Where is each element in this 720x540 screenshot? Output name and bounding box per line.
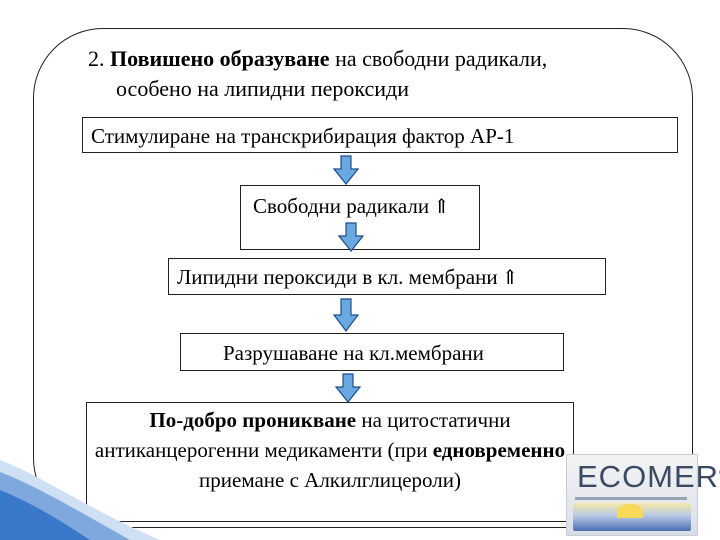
- step-lipid-peroxides: Липидни пероксиди в кл. мембрани⇑: [168, 258, 606, 295]
- step5-text1: на цитостатични антиканцерогенни медикам…: [94, 408, 511, 462]
- step-transcription-factor: Стимулиране на транскрибирация фактор АР…: [82, 117, 678, 153]
- product-sea-picture: [573, 503, 691, 531]
- sun-icon: [617, 504, 643, 518]
- down-arrow-icon: [338, 222, 364, 252]
- down-arrow-icon: [333, 155, 359, 185]
- title-number: 2.: [88, 46, 110, 71]
- title-rest: на свободни радикали,: [329, 46, 548, 71]
- step1-text: Стимулиране на транскрибирация фактор АР…: [91, 124, 515, 148]
- ecomer-product-image: ECOMER®: [566, 454, 720, 536]
- title-bold: Повишено образуване: [110, 46, 330, 71]
- down-arrow-icon: [335, 373, 361, 403]
- step2-text: Свободни радикали: [253, 194, 430, 218]
- step5-bold2: едновременно: [432, 438, 566, 462]
- increase-arrow-icon: ⇑: [501, 267, 519, 289]
- product-brand-logo: ECOMER®: [577, 459, 720, 495]
- step5-text2: приемане с Алкилглицероли): [199, 468, 461, 492]
- decorative-wave: [0, 460, 160, 540]
- down-arrow-icon: [333, 298, 359, 332]
- step-membrane-destruction: Разрушаване на кл.мембрани: [180, 333, 564, 371]
- brand-text: ECOMER: [577, 459, 720, 494]
- rounded-frame: [33, 28, 693, 528]
- slide-title: 2. Повишено образуване на свободни радик…: [88, 44, 678, 104]
- title-line2: особено на липидни пероксиди: [116, 76, 410, 101]
- step-better-penetration: По-добро проникване на цитостатични анти…: [86, 402, 574, 522]
- product-tagline-bar: [575, 497, 687, 500]
- increase-arrow-icon: ⇑: [433, 196, 450, 218]
- step4-text: Разрушаване на кл.мембрани: [223, 341, 484, 365]
- step3-text: Липидни пероксиди в кл. мембрани: [177, 265, 498, 289]
- step5-bold1: По-добро проникване: [149, 408, 357, 432]
